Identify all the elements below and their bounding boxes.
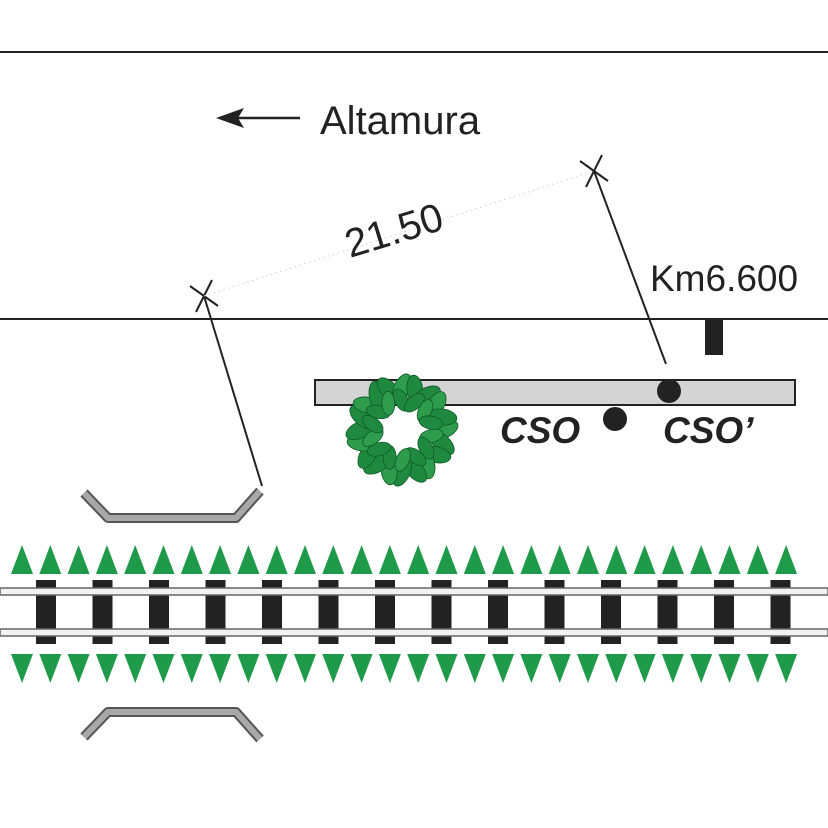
tree-leaf: [366, 441, 392, 457]
vegetation-spike: [548, 545, 571, 574]
vegetation-spike: [378, 545, 401, 574]
rail-top: [0, 587, 828, 596]
vegetation-spike: [633, 545, 656, 574]
vegetation-spike: [435, 545, 458, 574]
vegetation-spike: [746, 545, 769, 574]
railway-sleeper: [262, 580, 282, 644]
railway-sleeper: [92, 580, 113, 644]
vegetation-spike: [605, 654, 628, 683]
vegetation-spike: [152, 545, 175, 574]
distance-line-right: [593, 170, 667, 365]
vegetation-spike: [350, 654, 373, 683]
tree-leaf: [361, 414, 384, 434]
railway-sleeper: [601, 580, 621, 644]
railway-sleeper: [488, 580, 508, 644]
vegetation-spike: [661, 654, 684, 683]
railway-rails: [0, 587, 828, 637]
direction-arrow-icon: [216, 108, 300, 128]
vegetation-spike: [237, 654, 260, 683]
vegetation-spike: [577, 545, 599, 574]
railway-sleeper: [770, 580, 791, 644]
vegetation-spike: [209, 545, 232, 574]
tree-leaf: [403, 393, 425, 413]
vegetation-spike: [180, 545, 203, 574]
railway-sleeper: [431, 580, 452, 644]
culvert-bottom: [80, 707, 264, 743]
vegetation-row-bottom: [11, 654, 798, 683]
vegetation-spike: [124, 545, 147, 574]
vegetation-spike: [407, 654, 430, 683]
vegetation-spike: [322, 545, 345, 574]
vegetation-spike: [577, 654, 599, 683]
tree-leaf: [394, 448, 411, 472]
vegetation-spike: [95, 545, 118, 574]
railway-sleeper: [205, 580, 226, 644]
distance-tick-right: [579, 154, 609, 188]
vegetation-spike: [775, 654, 798, 683]
vegetation-spike: [294, 654, 316, 683]
vegetation-spike: [775, 545, 798, 574]
railway-sleeper: [714, 580, 734, 644]
vegetation-spike: [265, 654, 288, 683]
vegetation-spike: [746, 654, 769, 683]
railway-sleeper: [149, 580, 169, 644]
vegetation-spike: [463, 654, 486, 683]
vegetation-spike: [463, 545, 486, 574]
vegetation-spike: [180, 654, 203, 683]
vegetation-spike: [67, 654, 90, 683]
kilometer-post-icon: [705, 319, 723, 355]
vegetation-spike: [209, 654, 232, 683]
vegetation-spike: [265, 545, 288, 574]
vegetation-spike: [718, 654, 741, 683]
vegetation-spike: [661, 545, 684, 574]
vegetation-row-top: [11, 545, 798, 574]
vegetation-spike: [378, 654, 401, 683]
tree-leaf: [418, 415, 444, 430]
railway-sleeper: [318, 580, 339, 644]
distance-dimension-line: [203, 170, 595, 297]
cso-prime-label: CSO’: [663, 410, 754, 451]
vegetation-spike: [718, 545, 741, 574]
vegetation-spike: [690, 545, 713, 574]
railway-sleepers: [36, 580, 791, 644]
railway-sleeper: [36, 580, 56, 644]
vegetation-spike: [350, 545, 373, 574]
vegetation-spike: [39, 654, 62, 683]
vegetation-spike: [39, 545, 62, 574]
vegetation-spike: [11, 654, 33, 683]
vegetation-spike: [435, 654, 458, 683]
cso-point: [603, 407, 627, 431]
vegetation-spike: [95, 654, 118, 683]
rail-bottom: [0, 628, 828, 637]
vegetation-spike: [407, 545, 430, 574]
vegetation-spike: [294, 545, 316, 574]
kilometer-label: Km6.600: [650, 258, 798, 299]
railway-sleeper: [657, 580, 678, 644]
vegetation-spike: [520, 654, 543, 683]
culvert-top: [80, 487, 264, 523]
distance-line-left: [203, 295, 263, 487]
railway-sleeper: [375, 580, 395, 644]
vegetation-spike: [492, 654, 515, 683]
tree-canopy-icon: [345, 373, 459, 487]
vegetation-spike: [124, 654, 147, 683]
vegetation-spike: [520, 545, 543, 574]
vegetation-spike: [67, 545, 90, 574]
railway-sleeper: [544, 580, 565, 644]
distance-label: 21.50: [340, 195, 449, 266]
vegetation-spike: [492, 545, 515, 574]
tree-leaf: [381, 390, 396, 416]
vegetation-spike: [11, 545, 33, 574]
vegetation-spike: [322, 654, 345, 683]
cso-prime-point: [657, 379, 681, 403]
cso-label: CSO: [500, 410, 580, 451]
vegetation-spike: [237, 545, 260, 574]
vegetation-spike: [633, 654, 656, 683]
vegetation-spike: [605, 545, 628, 574]
direction-label: Altamura: [320, 99, 481, 143]
vegetation-spike: [548, 654, 571, 683]
vegetation-spike: [690, 654, 713, 683]
vegetation-spike: [152, 654, 175, 683]
